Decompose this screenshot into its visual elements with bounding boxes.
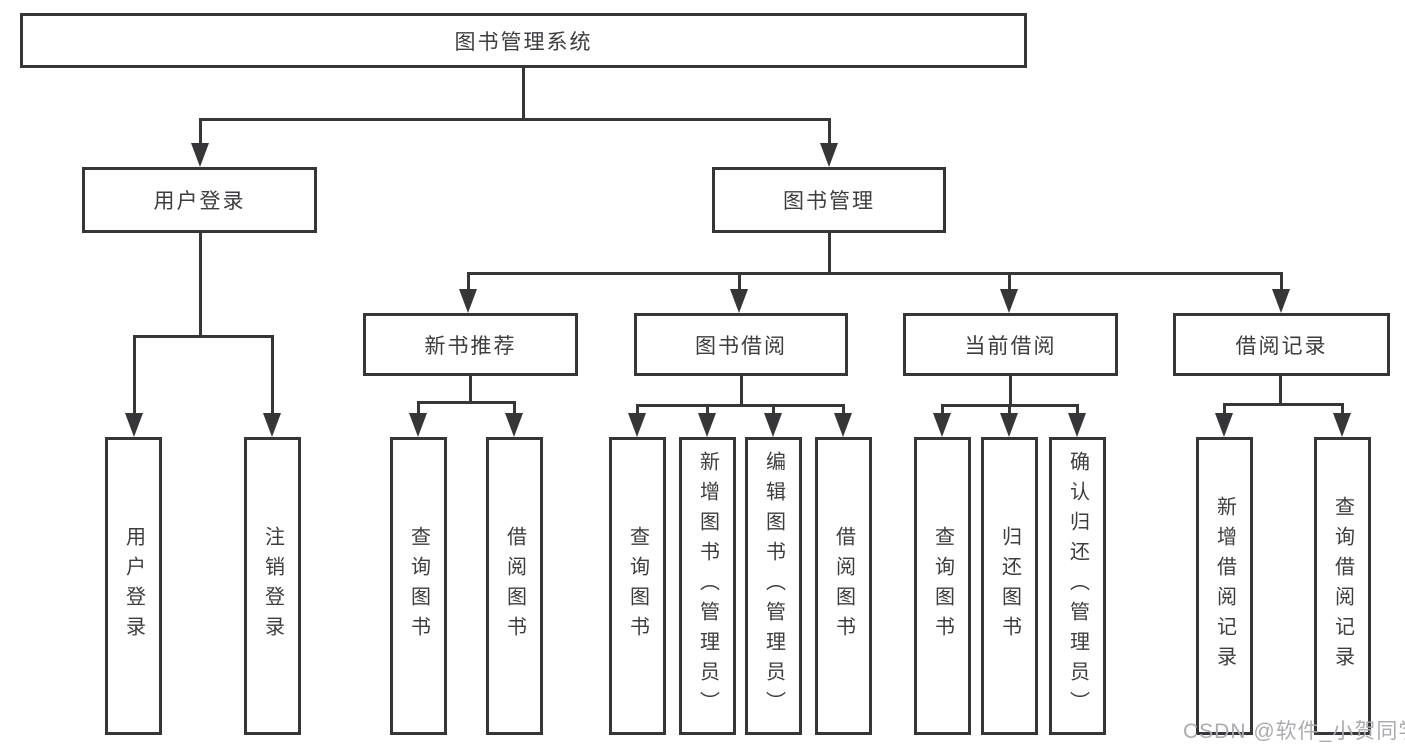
connector-line [1279, 376, 1282, 406]
arrow-down-icon [820, 143, 838, 167]
connector-line [842, 404, 845, 415]
leaf-borrow-books-recommend: 借阅图书 [486, 437, 543, 735]
arrow-down-icon [834, 413, 852, 437]
node-user-login: 用户登录 [82, 167, 317, 233]
leaf-add-borrow-record: 新增借阅记录 [1196, 437, 1253, 735]
connector-line [1076, 404, 1079, 415]
node-system-root: 图书管理系统 [20, 13, 1027, 68]
leaf-query-books-borrow: 查询图书 [609, 437, 666, 735]
connector-line [199, 118, 202, 145]
leaf-query-borrow-record: 查询借阅记录 [1314, 437, 1371, 735]
connector-line [828, 118, 831, 145]
arrow-down-icon [1333, 413, 1351, 437]
arrow-down-icon [698, 413, 716, 437]
connector-line [828, 233, 831, 275]
arrow-down-icon [764, 413, 782, 437]
leaf-query-books-recommend: 查询图书 [390, 437, 447, 735]
connector-line [469, 376, 472, 404]
connector-line [417, 401, 516, 404]
arrow-down-icon [459, 289, 477, 313]
connector-line [133, 335, 274, 338]
node-new-book-recommend: 新书推荐 [363, 313, 578, 376]
leaf-confirm-return-admin: 确认归还（管理员） [1049, 437, 1106, 735]
arrow-down-icon [409, 413, 427, 437]
connector-line [199, 118, 831, 121]
leaf-query-books-current: 查询图书 [914, 437, 971, 735]
connector-line [1008, 404, 1011, 415]
arrow-down-icon [933, 413, 951, 437]
arrow-down-icon [505, 413, 523, 437]
leaf-add-books-admin: 新增图书（管理员） [679, 437, 736, 735]
connector-line [271, 335, 274, 415]
connector-line [133, 335, 136, 415]
arrow-down-icon [1000, 289, 1018, 313]
leaf-edit-books-admin: 编辑图书（管理员） [745, 437, 802, 735]
node-borrow-records: 借阅记录 [1173, 313, 1390, 376]
connector-line [1008, 272, 1011, 292]
node-book-borrow: 图书借阅 [634, 313, 848, 376]
connector-line [1223, 403, 1226, 415]
connector-line [467, 272, 1283, 275]
arrow-down-icon [191, 143, 209, 167]
arrow-down-icon [1000, 413, 1018, 437]
connector-line [522, 68, 525, 120]
watermark: CSDN @软件_小贺同学 [1183, 720, 1405, 743]
connector-line [417, 401, 420, 415]
connector-line [1223, 403, 1344, 406]
arrow-down-icon [125, 413, 143, 437]
connector-line [738, 272, 741, 292]
arrow-down-icon [1068, 413, 1086, 437]
leaf-user-login: 用户登录 [105, 437, 162, 735]
connector-line [636, 404, 639, 415]
node-current-borrow: 当前借阅 [903, 313, 1118, 376]
connector-line [740, 376, 743, 407]
connector-line [1280, 272, 1283, 292]
connector-line [467, 272, 470, 292]
connector-line [706, 404, 709, 415]
connector-line [1341, 403, 1344, 415]
leaf-borrow-books: 借阅图书 [815, 437, 872, 735]
arrow-down-icon [1272, 289, 1290, 313]
connector-line [1009, 376, 1012, 407]
arrow-down-icon [1215, 413, 1233, 437]
leaf-logout: 注销登录 [244, 437, 301, 735]
connector-line [941, 404, 944, 415]
connector-line [772, 404, 775, 415]
connector-line [636, 404, 845, 407]
arrow-down-icon [628, 413, 646, 437]
arrow-down-icon [263, 413, 281, 437]
leaf-return-books: 归还图书 [981, 437, 1038, 735]
connector-line [199, 233, 202, 337]
connector-line [513, 401, 516, 415]
node-book-management: 图书管理 [712, 167, 946, 233]
arrow-down-icon [730, 289, 748, 313]
